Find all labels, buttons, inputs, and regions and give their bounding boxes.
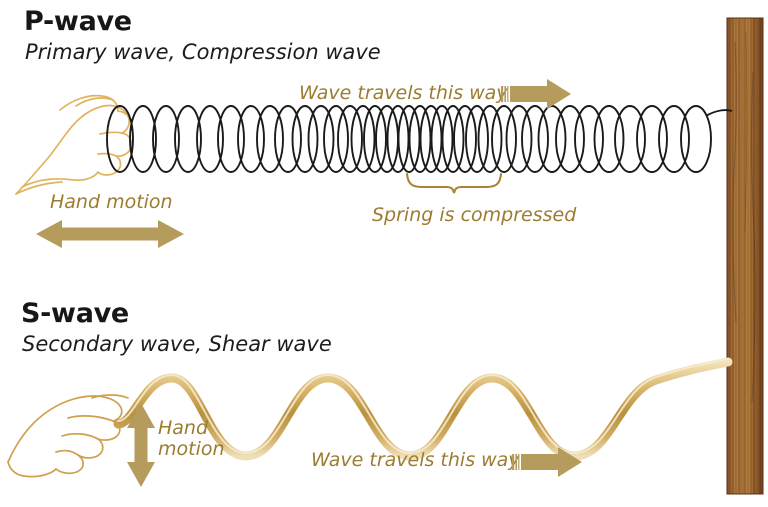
right-arrow-icon: [501, 79, 571, 109]
double-headed-vertical-arrow-icon: [127, 403, 155, 487]
p-wave-travel-label: Wave travels this way: [299, 82, 508, 104]
p-wave-subtitle: Primary wave, Compression wave: [25, 40, 381, 64]
hand-gripping-icon: [7, 394, 129, 478]
p-wave-hand-motion-label: Hand motion: [50, 191, 173, 213]
s-wave-subtitle: Secondary wave, Shear wave: [22, 332, 332, 356]
coil-spring-icon: [106, 105, 733, 173]
p-wave-compression-label: Spring is compressed: [372, 204, 577, 226]
curly-brace-icon: [405, 172, 503, 194]
s-wave-title: S-wave: [21, 298, 129, 329]
right-arrow-icon: [512, 447, 582, 477]
s-wave-hand-motion-label: Hand motion: [158, 417, 238, 461]
p-wave-title: P-wave: [24, 6, 132, 37]
s-wave-travel-label: Wave travels this way: [311, 449, 520, 471]
s-wave-hand-motion-line2: motion: [158, 438, 225, 461]
sine-wave-ribbon-icon: [113, 357, 733, 461]
double-headed-horizontal-arrow-icon: [36, 220, 184, 248]
s-wave-hand-motion-line1: Hand: [158, 417, 209, 439]
wooden-post-icon: [726, 17, 764, 495]
